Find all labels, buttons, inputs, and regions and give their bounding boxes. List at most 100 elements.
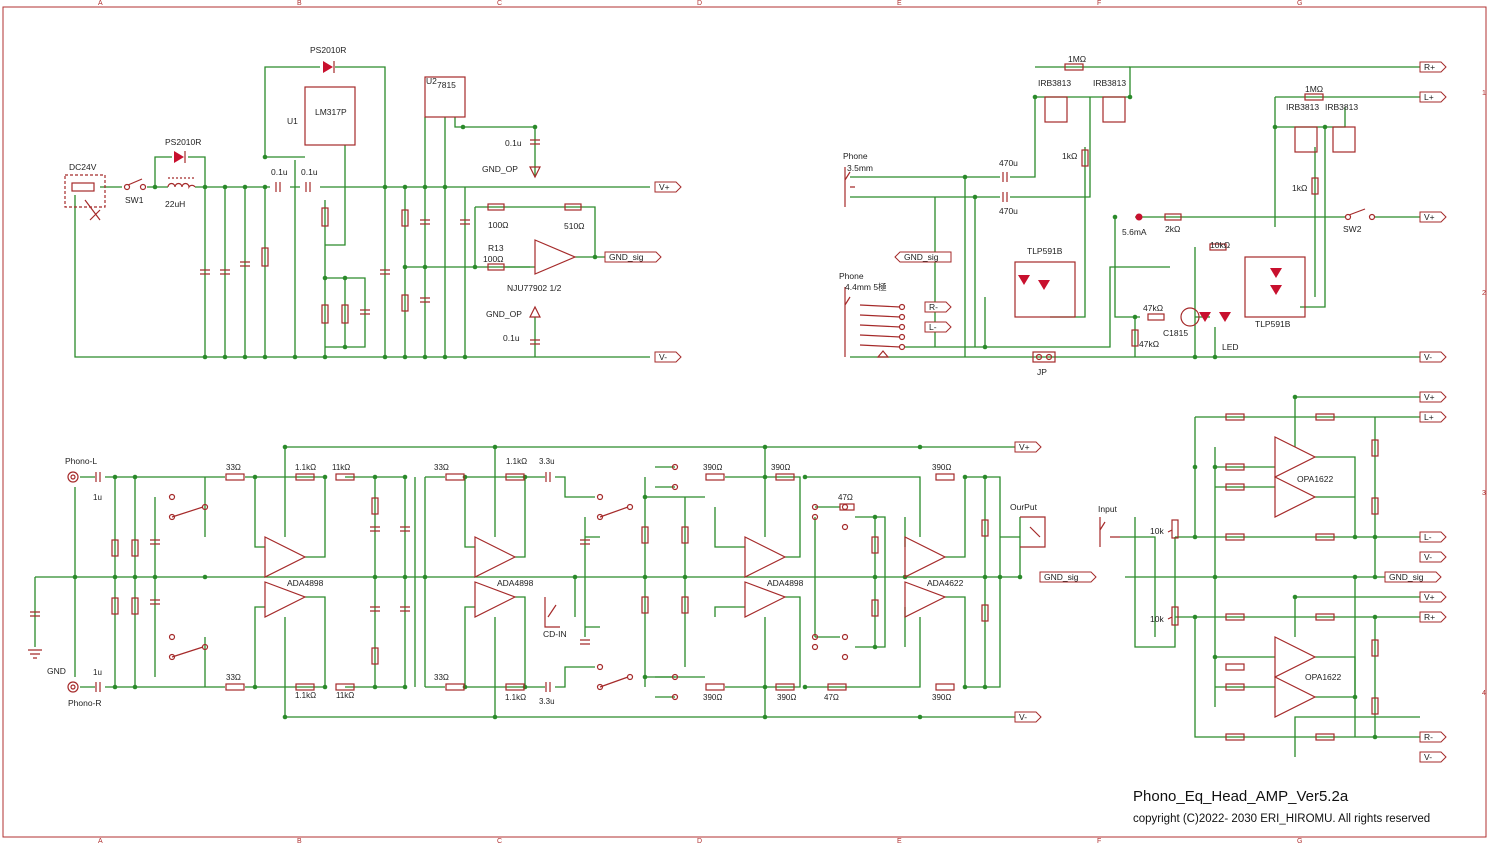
cap-label: 0.1u — [301, 167, 318, 177]
val-label: 33Ω — [434, 463, 449, 472]
cd-in-label: CD-IN — [543, 629, 567, 639]
opamp-label: NJU77902 1/2 — [507, 283, 562, 293]
net-ports: V+V-GND_sigR+L+V+V-GND_sigR-L-V+V-GND_si… — [604, 61, 1447, 763]
mosfet-icon — [1102, 96, 1126, 123]
net-port-gnd-sig: GND_sig — [1384, 571, 1442, 583]
opa-label: OPA1622 — [1297, 474, 1334, 484]
r-47k-label: 47kΩ — [1143, 303, 1163, 313]
svg-text:L-: L- — [1424, 532, 1432, 542]
transistor-label: C1815 — [1163, 328, 1188, 338]
val-label: 390Ω — [703, 463, 722, 472]
phone1-size: 3.5mm — [847, 163, 873, 173]
svg-text:V+: V+ — [1019, 442, 1030, 452]
relay-label: TLP591B — [1027, 246, 1063, 256]
row-label-4: 4 — [1482, 690, 1486, 697]
diode1-label: PS2010R — [165, 137, 201, 147]
r-1m-label-2: 1MΩ — [1305, 84, 1323, 94]
net-port-v-minus: V- — [1419, 751, 1447, 763]
svg-text:GND_sig: GND_sig — [1389, 572, 1424, 582]
net-port-v-minus: V- — [1014, 711, 1042, 723]
val-label: 33Ω — [226, 673, 241, 682]
rca-jack-icon — [67, 681, 79, 693]
val-label: 1.1kΩ — [506, 457, 527, 466]
r13-label: R13 — [488, 243, 504, 253]
r-2k-label: 2kΩ — [1165, 224, 1180, 234]
dc-in-label: DC24V — [69, 162, 97, 172]
svg-text:GND_sig: GND_sig — [904, 252, 939, 262]
net-port-v-plus: V+ — [1419, 591, 1447, 603]
r-510-label: 510Ω — [564, 221, 585, 231]
amp3-label: ADA4898 — [767, 578, 804, 588]
net-port-v-plus: V+ — [1014, 441, 1042, 453]
r-10k-label: 10kΩ — [1210, 240, 1230, 250]
phone-jack-35-icon — [844, 167, 855, 207]
net-port-v-plus: V+ — [1419, 391, 1447, 403]
u1-ref: U1 — [287, 116, 298, 126]
output-label: OurPut — [1010, 502, 1038, 512]
val-label: 1.1kΩ — [295, 691, 316, 700]
row-label-3: 3 — [1482, 490, 1486, 497]
r-1m-label: 1MΩ — [1068, 54, 1086, 64]
zone-label-d: D — [697, 838, 702, 844]
val-label: 47Ω — [838, 493, 853, 502]
inductor-icon — [167, 182, 196, 190]
diode-icon — [323, 61, 333, 73]
val-label: 33Ω — [226, 463, 241, 472]
switch-sw2-icon — [1344, 213, 1352, 221]
val-label: 11kΩ — [332, 463, 350, 472]
row-label-1: 1 — [1482, 90, 1486, 97]
mosfet-icon — [1294, 126, 1318, 153]
svg-text:V-: V- — [1424, 352, 1432, 362]
net-port-r-minus: R- — [1419, 731, 1447, 743]
net-port-gnd-sig: GND_sig — [604, 251, 662, 263]
pot-label-2: 10k — [1150, 614, 1164, 624]
mosfet-icon — [1044, 96, 1068, 123]
svg-text:GND_sig: GND_sig — [1044, 572, 1079, 582]
svg-text:R-: R- — [929, 302, 938, 312]
val-label: 1u — [93, 668, 102, 677]
val-label: 33Ω — [434, 673, 449, 682]
opa-label-2: OPA1622 — [1305, 672, 1342, 682]
cap-470-label-2: 470u — [999, 206, 1018, 216]
net-port-v-minus: V- — [654, 351, 682, 363]
zone-label-b: B — [297, 838, 302, 844]
led-current-icon — [1135, 213, 1143, 221]
cap-01u-label-2: 0.1u — [503, 333, 520, 343]
led-current-label: 5.6mA — [1122, 227, 1147, 237]
phono-l-label: Phono-L — [65, 456, 97, 466]
gnd-op-label: GND_OP — [482, 164, 518, 174]
svg-text:L+: L+ — [1424, 412, 1434, 422]
inductor-label: 22uH — [165, 199, 185, 209]
rca-jack-icon — [67, 471, 79, 483]
phone1-label: Phone — [843, 151, 868, 161]
capacitor-icons — [200, 139, 540, 345]
net-port-gnd-sig: GND_sig — [894, 251, 952, 263]
resistor-icons — [261, 203, 582, 324]
svg-text:V-: V- — [1424, 752, 1432, 762]
net-port-gnd-sig: GND_sig — [1039, 571, 1097, 583]
opamp-icons — [264, 536, 947, 618]
dc-jack-icon — [64, 174, 106, 208]
phono-r-label: Phono-R — [68, 698, 102, 708]
svg-text:R-: R- — [1424, 732, 1433, 742]
drawing-title: Phono_Eq_Head_AMP_Ver5.2a — [1133, 788, 1349, 805]
mosfet-icon — [1332, 126, 1356, 153]
balanced-input-label: Input — [1098, 504, 1118, 514]
balanced-output-section: Input 10k 10k OPA1622 OPA1622 — [1098, 394, 1420, 757]
fet-label: IRB3813 — [1038, 78, 1071, 88]
cd-in-jack-icon — [544, 597, 560, 628]
svg-text:V+: V+ — [1424, 392, 1435, 402]
net-port-v-plus: V+ — [654, 181, 682, 193]
relay-tlp591b-icon — [1244, 256, 1306, 318]
svg-text:GND_sig: GND_sig — [609, 252, 644, 262]
jp-label: JP — [1037, 367, 1047, 377]
phone2-label: Phone — [839, 271, 864, 281]
sheet-frame — [2, 6, 1487, 838]
svg-text:V+: V+ — [1424, 212, 1435, 222]
r-100-label: 100Ω — [488, 220, 509, 230]
svg-text:V-: V- — [1424, 552, 1432, 562]
amp2-label: ADA4898 — [497, 578, 534, 588]
svg-text:V+: V+ — [1424, 592, 1435, 602]
